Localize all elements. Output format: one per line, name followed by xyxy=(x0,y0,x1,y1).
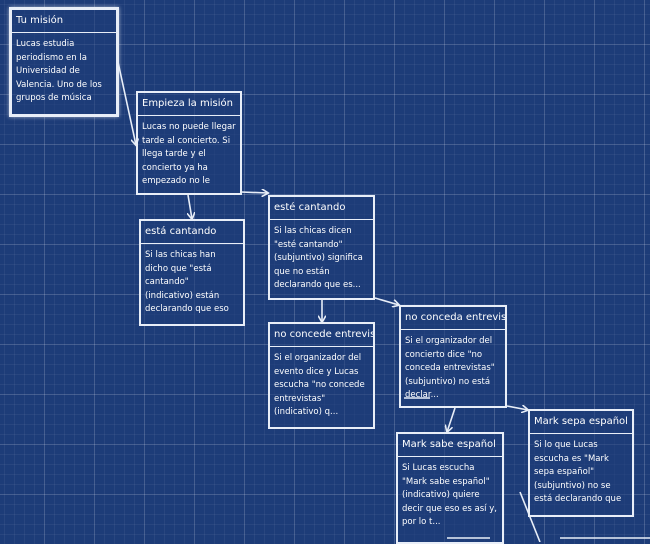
passage-card-esta-cantando[interactable]: está cantando Si las chicas han dicho qu… xyxy=(139,219,245,326)
passage-excerpt: Si las chicas dicen "esté cantando" (sub… xyxy=(274,226,363,290)
passage-card-tu-mision[interactable]: Tu misión Lucas estudia periodismo en la… xyxy=(9,7,119,117)
passage-title: esté cantando xyxy=(270,197,373,220)
passage-excerpt: Si Lucas escucha "Mark sabe español" (in… xyxy=(402,463,497,527)
passage-title: Mark sepa español xyxy=(530,411,632,434)
passage-excerpt: Lucas no puede llegar tarde al concierto… xyxy=(142,122,236,186)
passage-card-no-concede-entrevist[interactable]: no concede entrevist Si el organizador d… xyxy=(268,322,375,429)
passage-card-mark-sabe-espanol[interactable]: Mark sabe español Si Lucas escucha "Mark… xyxy=(396,432,504,544)
passage-title: no concede entrevist xyxy=(270,324,373,347)
passage-excerpt: Si lo que Lucas escucha es "Mark sepa es… xyxy=(534,440,622,504)
passage-title: está cantando xyxy=(141,221,243,244)
passage-title: Tu misión xyxy=(12,10,116,33)
passage-excerpt: Si el organizador del concierto dice "no… xyxy=(405,336,495,400)
passage-card-mark-sepa-espanol[interactable]: Mark sepa español Si lo que Lucas escuch… xyxy=(528,409,634,517)
passage-excerpt: Lucas estudia periodismo en la Universid… xyxy=(16,39,102,103)
passage-title: Mark sabe español xyxy=(398,434,502,457)
passage-excerpt: Si las chicas han dicho que "está cantan… xyxy=(145,250,229,314)
passage-card-no-conceda-entrevist[interactable]: no conceda entrevist Si el organizador d… xyxy=(399,305,507,408)
passage-title: no conceda entrevist xyxy=(401,307,505,330)
passage-excerpt: Si el organizador del evento dice y Luca… xyxy=(274,353,365,417)
passage-card-este-cantando[interactable]: esté cantando Si las chicas dicen "esté … xyxy=(268,195,375,300)
passage-title: Empieza la misión xyxy=(138,93,240,116)
passage-card-empieza-la-mision[interactable]: Empieza la misión Lucas no puede llegar … xyxy=(136,91,242,195)
